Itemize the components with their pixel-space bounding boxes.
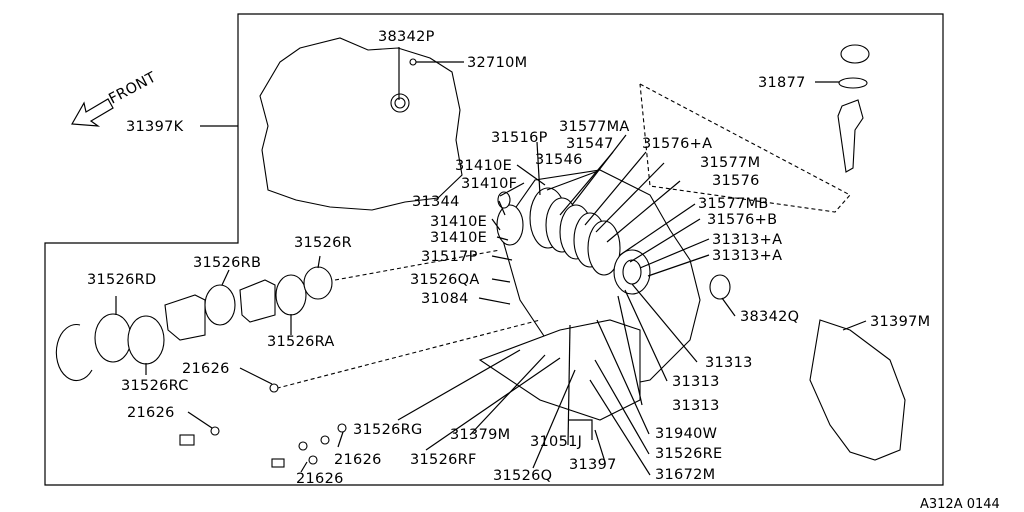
part-labels: 38342P 32710M 31397K 31877 31516P 31577M… xyxy=(87,29,930,487)
part-label: 21626 xyxy=(182,361,230,377)
part-label: 31577MB xyxy=(698,196,769,212)
part-label: 31526RC xyxy=(121,378,189,394)
part-label: 31577MA xyxy=(559,119,630,135)
part-label: 31517P xyxy=(421,249,478,265)
oil-pan-gasket-shape xyxy=(259,37,463,211)
bolt-icons xyxy=(179,383,347,468)
part-label: 38342Q xyxy=(740,309,799,325)
part-label: 31877 xyxy=(758,75,806,91)
part-label: 31313 xyxy=(705,355,753,371)
part-label: 31397M xyxy=(870,314,930,330)
part-label: 31410E xyxy=(430,230,487,246)
leader-lines xyxy=(115,47,867,476)
part-label: 31410E xyxy=(455,158,512,174)
part-label: 31410F xyxy=(461,176,517,192)
dipstick-guide-line xyxy=(639,83,851,213)
part-label: 31526RF xyxy=(410,452,477,468)
case-cover-31397m xyxy=(809,319,906,461)
part-label: 31313 xyxy=(672,374,720,390)
part-label: 38342P xyxy=(378,29,435,45)
part-label: 31576 xyxy=(712,173,760,189)
front-arrow-icon: FRONT xyxy=(71,69,159,127)
part-label: 31313 xyxy=(672,398,720,414)
part-label: 31344 xyxy=(412,194,460,210)
part-label: 31526Q xyxy=(493,468,552,484)
part-label: 31516P xyxy=(491,130,548,146)
part-label: 21626 xyxy=(334,452,382,468)
part-label: 31397 xyxy=(569,457,617,473)
part-label: 21626 xyxy=(127,405,175,421)
part-label: 31526RG xyxy=(353,422,423,438)
part-label: 31576+B xyxy=(707,212,777,228)
part-label: 31546 xyxy=(535,152,583,168)
filler-tube-assembly xyxy=(837,44,870,173)
lower-guide-line xyxy=(269,319,541,391)
oil-seal-38342p xyxy=(390,93,410,113)
part-label: 31526RE xyxy=(655,446,722,462)
part-label: 31051J xyxy=(530,434,582,450)
part-label: 31379M xyxy=(450,427,510,443)
part-label: 31672M xyxy=(655,467,715,483)
servo-parts xyxy=(55,266,333,382)
part-label: 21626 xyxy=(296,471,344,487)
part-label: 31940W xyxy=(655,426,717,442)
part-label: 31313+A xyxy=(712,248,782,264)
part-label: 31577M xyxy=(700,155,760,171)
part-label: 31547 xyxy=(566,136,614,152)
part-label: 32710M xyxy=(467,55,527,71)
part-label: 31526R xyxy=(294,235,352,251)
part-label: 31313+A xyxy=(712,232,782,248)
part-label: 31397K xyxy=(126,119,184,135)
plug-32710m xyxy=(409,58,417,66)
part-label: 31084 xyxy=(421,291,469,307)
part-label: 31526RB xyxy=(193,255,261,271)
part-label: 31526RA xyxy=(267,334,335,350)
part-label: 31526QA xyxy=(410,272,480,288)
front-label: FRONT xyxy=(106,69,159,107)
part-label: 31410E xyxy=(430,214,487,230)
clutch-pack xyxy=(496,169,731,391)
part-label: 31526RD xyxy=(87,272,156,288)
reference-code: A312A 0144 xyxy=(920,497,1000,512)
part-label: 31576+A xyxy=(642,136,712,152)
diagram-frame xyxy=(44,13,944,486)
